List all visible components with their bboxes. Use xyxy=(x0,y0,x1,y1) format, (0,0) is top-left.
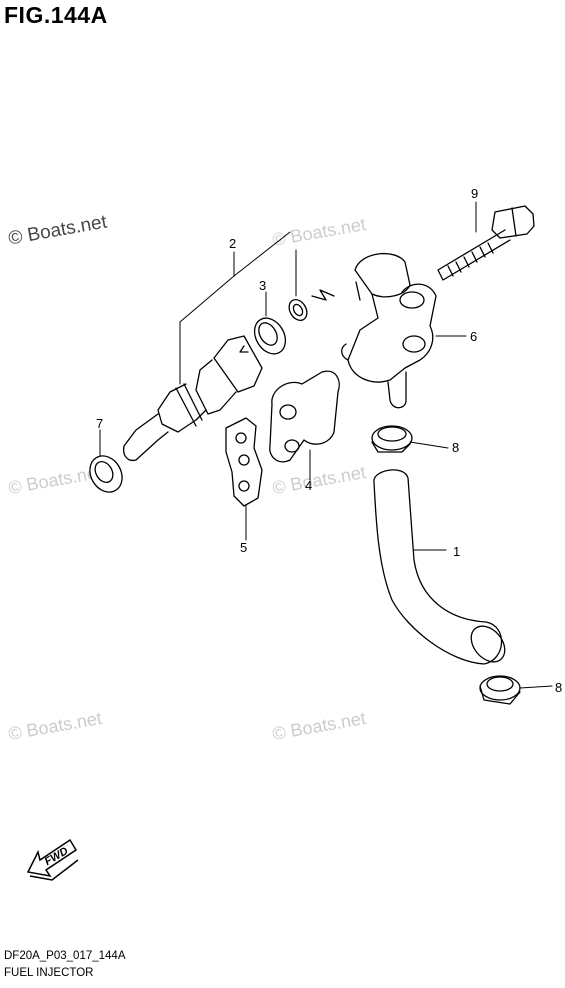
leader-line xyxy=(409,441,449,449)
gasket-part xyxy=(225,417,263,507)
seal-part xyxy=(89,455,123,493)
figure-caption: FUEL INJECTOR xyxy=(4,967,94,979)
figure-code: DF20A_P03_017_144A xyxy=(4,950,126,962)
callout-number: 6 xyxy=(470,329,477,344)
callout-number: 8 xyxy=(452,440,459,455)
callout-number: 1 xyxy=(453,544,460,559)
holder-part xyxy=(311,252,437,409)
callout-number: 7 xyxy=(96,416,103,431)
oring-part xyxy=(253,299,308,355)
leader-line xyxy=(179,251,235,385)
fwd-arrow-icon: FWD xyxy=(26,838,79,881)
injector-part xyxy=(122,335,263,462)
clamp-part xyxy=(479,675,521,705)
hose-part xyxy=(373,469,506,665)
callout-number: 8 xyxy=(555,680,562,695)
figure-title: FIG.144A xyxy=(4,2,108,28)
grommet-part xyxy=(269,370,340,463)
bolt-part xyxy=(437,205,535,281)
callout-number: 3 xyxy=(259,278,266,293)
callout-number: 9 xyxy=(471,186,478,201)
fwd-label: FWD xyxy=(43,845,71,868)
clamp-part xyxy=(371,425,413,453)
callout-number: 2 xyxy=(229,236,236,251)
leader-line xyxy=(519,685,553,689)
callout-number: 4 xyxy=(305,478,312,493)
callout-number: 5 xyxy=(240,540,247,555)
